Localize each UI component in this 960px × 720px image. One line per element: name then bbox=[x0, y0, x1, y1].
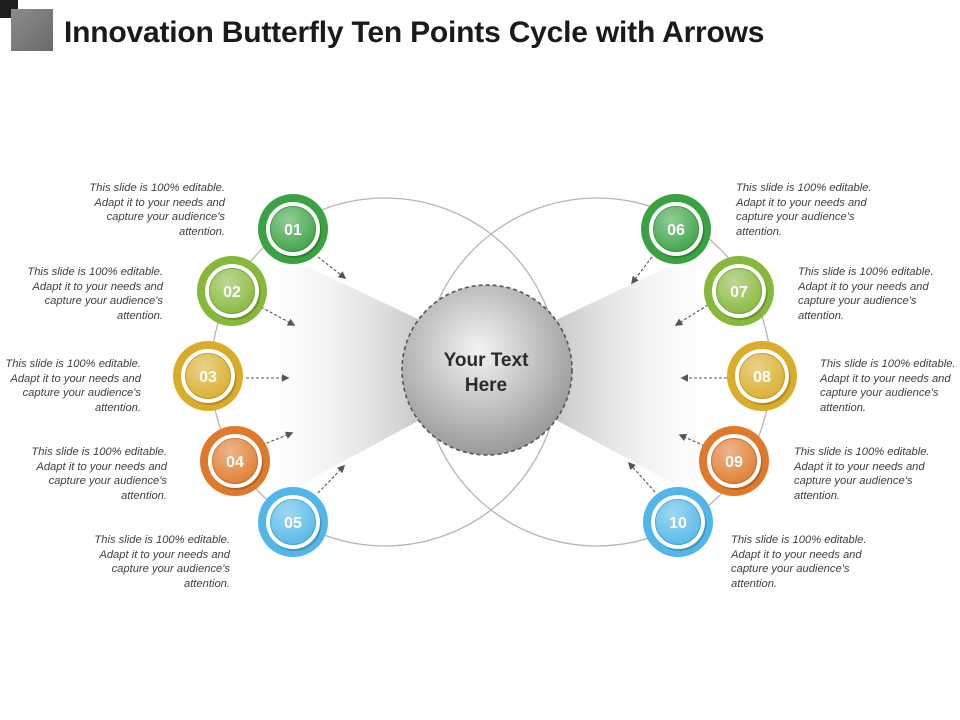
node-03: 03 bbox=[173, 341, 243, 411]
node-04: 04 bbox=[200, 426, 270, 496]
node-highlight-04 bbox=[212, 438, 258, 484]
right-wing bbox=[556, 248, 708, 502]
arrow-07 bbox=[674, 304, 709, 326]
node-07: 07 bbox=[704, 256, 774, 326]
node-highlight-09 bbox=[711, 438, 757, 484]
desc-06: This slide is 100% editable. Adapt it to… bbox=[736, 182, 872, 238]
node-highlight-05 bbox=[270, 499, 316, 545]
center-text-line1: Your Text bbox=[443, 350, 529, 371]
node-number-09: 09 bbox=[725, 454, 743, 471]
desc-10: This slide is 100% editable. Adapt it to… bbox=[731, 534, 867, 590]
desc-05: This slide is 100% editable. Adapt it to… bbox=[94, 534, 230, 590]
node-number-07: 07 bbox=[730, 284, 748, 301]
node-highlight-06 bbox=[653, 206, 699, 252]
node-10: 10 bbox=[643, 487, 713, 557]
node-number-06: 06 bbox=[667, 222, 685, 239]
node-number-10: 10 bbox=[669, 515, 687, 532]
node-number-03: 03 bbox=[199, 369, 217, 386]
arrow-10 bbox=[627, 461, 656, 493]
node-highlight-03 bbox=[185, 353, 231, 399]
desc-09: This slide is 100% editable. Adapt it to… bbox=[794, 446, 930, 502]
desc-04: This slide is 100% editable. Adapt it to… bbox=[31, 446, 167, 502]
center-label: Your Text Here bbox=[428, 348, 544, 398]
node-highlight-07 bbox=[716, 268, 762, 314]
node-08: 08 bbox=[727, 341, 797, 411]
desc-03: This slide is 100% editable. Adapt it to… bbox=[5, 358, 141, 414]
arrow-04 bbox=[261, 431, 294, 446]
node-06: 06 bbox=[641, 194, 711, 264]
arrow-06 bbox=[631, 256, 653, 285]
desc-02: This slide is 100% editable. Adapt it to… bbox=[27, 266, 163, 322]
node-highlight-01 bbox=[270, 206, 316, 252]
node-number-08: 08 bbox=[753, 369, 771, 386]
node-number-01: 01 bbox=[284, 222, 302, 239]
node-highlight-08 bbox=[739, 353, 785, 399]
center-text-line2: Here bbox=[464, 375, 508, 396]
desc-08: This slide is 100% editable. Adapt it to… bbox=[820, 358, 956, 414]
title-bar: Innovation Butterfly Ten Points Cycle wi… bbox=[0, 0, 960, 72]
node-02: 02 bbox=[197, 256, 267, 326]
node-number-04: 04 bbox=[226, 454, 244, 471]
node-number-02: 02 bbox=[223, 284, 241, 301]
node-05: 05 bbox=[258, 487, 328, 557]
node-highlight-02 bbox=[209, 268, 255, 314]
desc-01: This slide is 100% editable. Adapt it to… bbox=[89, 182, 225, 238]
left-wing bbox=[268, 248, 420, 502]
center-circle bbox=[401, 284, 573, 456]
arrow-02 bbox=[260, 306, 296, 326]
desc-07: This slide is 100% editable. Adapt it to… bbox=[798, 266, 934, 322]
arrow-01 bbox=[317, 256, 347, 279]
node-09: 09 bbox=[699, 426, 769, 496]
corner-decoration bbox=[11, 9, 53, 51]
arrow-05 bbox=[317, 464, 346, 494]
node-01: 01 bbox=[258, 194, 328, 264]
node-number-05: 05 bbox=[284, 515, 302, 532]
page-title: Innovation Butterfly Ten Points Cycle wi… bbox=[64, 16, 765, 49]
node-highlight-10 bbox=[655, 499, 701, 545]
